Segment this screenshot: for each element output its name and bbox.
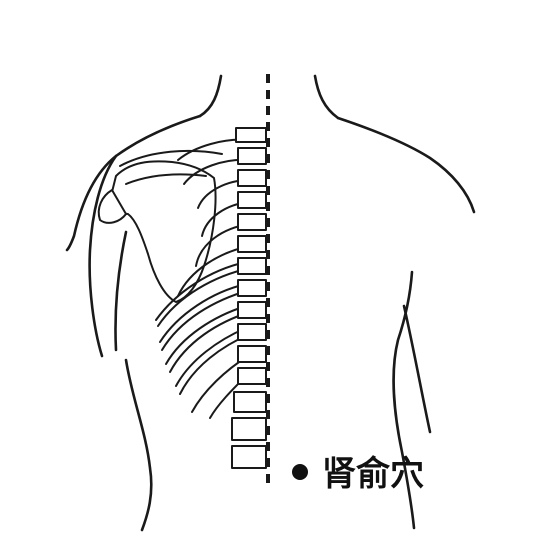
right-arm-line: [402, 304, 432, 434]
neck-left-contour: [198, 74, 223, 118]
acromion: [97, 189, 127, 224]
clavicle: [119, 149, 223, 167]
vertebra: [237, 169, 267, 187]
rib: [165, 305, 247, 365]
lumbar-vertebra: [231, 417, 267, 441]
neck-right-contour: [313, 74, 340, 120]
vertebra: [235, 127, 267, 143]
vertebra: [237, 191, 267, 209]
left-torso-contour: [124, 358, 153, 532]
left-arm-outer-line: [88, 154, 118, 358]
vertebra: [237, 345, 267, 363]
right-shoulder-contour: [336, 116, 476, 214]
lumbar-vertebra: [231, 445, 267, 469]
vertebra: [237, 257, 267, 275]
lumbar-vertebra: [233, 391, 267, 413]
rib: [159, 283, 247, 343]
vertebra: [237, 323, 267, 341]
vertebra: [237, 213, 267, 231]
vertebra: [237, 147, 267, 165]
scapula: [97, 149, 223, 303]
scapular-spine: [125, 173, 207, 185]
body-outline: [65, 74, 476, 532]
acupoint-label: 肾俞穴: [322, 454, 424, 494]
left-shoulder-contour: [65, 114, 202, 252]
rib: [155, 261, 247, 321]
spine: [231, 127, 267, 469]
vertebra: [237, 301, 267, 319]
vertebra: [237, 367, 267, 385]
left-arm-inner-line: [114, 230, 128, 352]
vertebra: [237, 235, 267, 253]
acupoint-marker: [292, 464, 308, 480]
vertebra: [237, 279, 267, 297]
shoulder-blade: [110, 160, 217, 303]
